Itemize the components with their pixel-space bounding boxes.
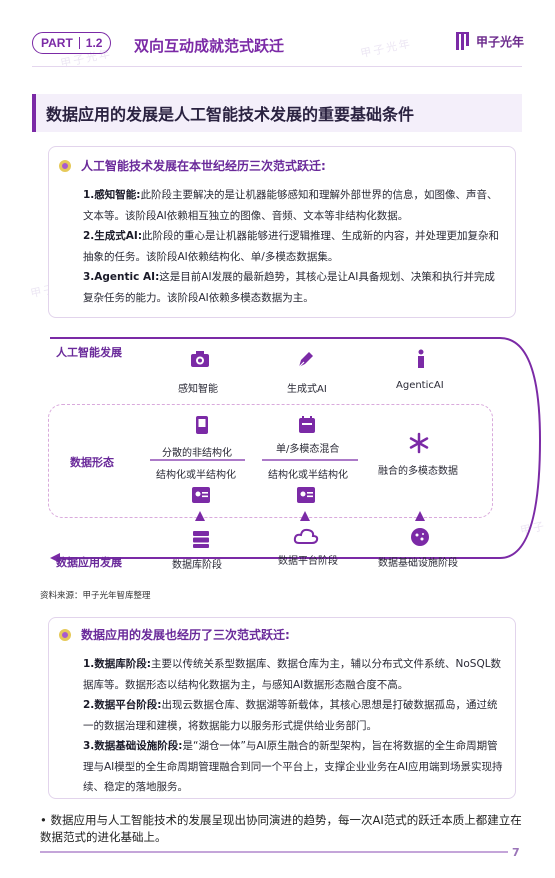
data-paradigm-heading: 数据应用的发展也经历了三次范式跃迁: <box>59 626 290 643</box>
database-icon <box>193 531 209 548</box>
item-text: 主要以传统关系型数据库、数据仓库为主，辅以分布式文件系统、NoSQL数据库等。数… <box>83 658 502 691</box>
data-paradigm-body: 1.数据库阶段:主要以传统关系型数据库、数据仓库为主，辅以分布式文件系统、NoS… <box>83 654 505 798</box>
part-badge: PART 1.2 <box>32 32 112 54</box>
brand-name: 甲子光年 <box>476 34 525 49</box>
part-label: PART <box>41 36 73 50</box>
footer-bar <box>40 851 508 853</box>
part-number: 1.2 <box>85 36 103 50</box>
paragraph: 3.数据基础设施阶段:是“湖仓一体”与AI原生融合的新型架构，旨在将数据的全生命… <box>83 736 505 798</box>
part-separator <box>78 37 80 49</box>
row-label-ai: 人工智能发展 <box>56 346 122 359</box>
ai-paradigm-box: 人工智能技术发展在本世纪经历三次范式跃迁: 1.感知智能:此阶段主要解决的是让机… <box>48 146 516 318</box>
item-text: 这是目前AI发展的最新趋势，其核心是让AI具备规划、决策和执行并完成复杂任务的能… <box>83 271 495 304</box>
item-label: 1.数据库阶段: <box>83 658 151 670</box>
data-paradigm-heading-text: 数据应用的发展也经历了三次范式跃迁: <box>81 628 290 642</box>
header-divider <box>32 66 522 67</box>
ai-paradigm-heading: 人工智能技术发展在本世纪经历三次范式跃迁: <box>59 157 326 174</box>
watermark: 甲子 <box>519 519 548 538</box>
phone-icon <box>196 416 208 434</box>
bullet-icon <box>59 159 71 172</box>
paragraph: 3.Agentic AI:这是目前AI发展的最新趋势，其核心是让AI具备规划、决… <box>83 267 505 308</box>
paragraph: 2.生成式AI:此阶段的重心是让机器能够进行逻辑推理、生成新的内容，并处理更加复… <box>83 226 505 267</box>
id-card-icon <box>297 487 315 503</box>
camera-icon <box>191 351 209 367</box>
data-form-label: 结构化或半结构化 <box>268 470 348 481</box>
brand-logo: 甲子光年 <box>455 30 524 52</box>
item-text: 出现云数据仓库、数据湖等新载体，其核心思想是打破数据孤岛，通过统一的数据治理和建… <box>83 699 498 732</box>
ai-stage-label: 生成式AI <box>287 384 327 395</box>
data-app-stage-label: 数据基础设施阶段 <box>378 558 458 569</box>
paragraph: 1.感知智能:此阶段主要解决的是让机器能够感知和理解外部世界的信息，如图像、声音… <box>83 185 505 226</box>
chapter-title: 双向互动成就范式跃迁 <box>134 37 285 55</box>
item-label: 2.数据平台阶段: <box>83 699 162 711</box>
row-label-data-app: 数据应用发展 <box>56 556 122 569</box>
bullet-icon <box>59 628 71 641</box>
brand-mark-icon <box>456 32 469 50</box>
bullet-dot-icon: • <box>40 813 51 827</box>
blob-icon <box>411 528 429 546</box>
data-form-label: 融合的多模态数据 <box>378 466 458 477</box>
ai-paradigm-body: 1.感知智能:此阶段主要解决的是让机器能够感知和理解外部世界的信息，如图像、声音… <box>83 185 505 308</box>
data-paradigm-box: 数据应用的发展也经历了三次范式跃迁: 1.数据库阶段:主要以传统关系型数据库、数… <box>48 617 516 799</box>
data-form-label: 分散的非结构化 <box>162 448 232 459</box>
summary-note: • 数据应用与人工智能技术的发展呈现出协同演进的趋势，每一次AI范式的跃迁本质上… <box>40 812 530 846</box>
row-label-data-form: 数据形态 <box>70 456 114 469</box>
ai-stage-label: 感知智能 <box>178 384 218 395</box>
item-label: 1.感知智能: <box>83 189 141 201</box>
item-label: 3.数据基础设施阶段: <box>83 740 183 752</box>
data-app-stage-label: 数据库阶段 <box>172 560 222 571</box>
item-text: 是“湖仓一体”与AI原生融合的新型架构，旨在将数据的全生命周期管理与AI模型的全… <box>83 740 503 793</box>
info-icon <box>418 349 424 368</box>
ai-paradigm-heading-text: 人工智能技术发展在本世纪经历三次范式跃迁: <box>81 159 326 173</box>
data-form-label: 结构化或半结构化 <box>156 470 236 481</box>
data-form-region <box>48 404 493 518</box>
cloud-icon <box>293 528 319 544</box>
item-label: 2.生成式AI: <box>83 230 143 242</box>
section-title: 数据应用的发展是人工智能技术发展的重要基础条件 <box>32 94 522 132</box>
snowflake-icon <box>409 432 429 454</box>
item-text: 此阶段的重心是让机器能够进行逻辑推理、生成新的内容，并处理更加复杂和抽象的任务。… <box>83 230 500 263</box>
paragraph: 2.数据平台阶段:出现云数据仓库、数据湖等新载体，其核心思想是打破数据孤岛，通过… <box>83 695 505 736</box>
item-text: 此阶段主要解决的是让机器能够感知和理解外部世界的信息，如图像、声音、文本等。该阶… <box>83 189 498 222</box>
data-form-label: 单/多模态混合 <box>276 444 340 455</box>
calendar-icon <box>299 416 315 433</box>
page-number: 7 <box>512 846 520 859</box>
pen-icon <box>298 352 313 368</box>
item-label: 3.Agentic AI: <box>83 271 160 283</box>
summary-text: 数据应用与人工智能技术的发展呈现出协同演进的趋势，每一次AI范式的跃迁本质上都建… <box>40 813 522 844</box>
id-card-icon <box>192 487 210 503</box>
paragraph: 1.数据库阶段:主要以传统关系型数据库、数据仓库为主，辅以分布式文件系统、NoS… <box>83 654 505 695</box>
data-app-stage-label: 数据平台阶段 <box>278 556 338 567</box>
watermark: 甲子光年 <box>359 36 413 61</box>
source-note: 资料来源：甲子光年智库整理 <box>40 591 151 601</box>
ai-stage-label: AgenticAI <box>396 380 444 391</box>
